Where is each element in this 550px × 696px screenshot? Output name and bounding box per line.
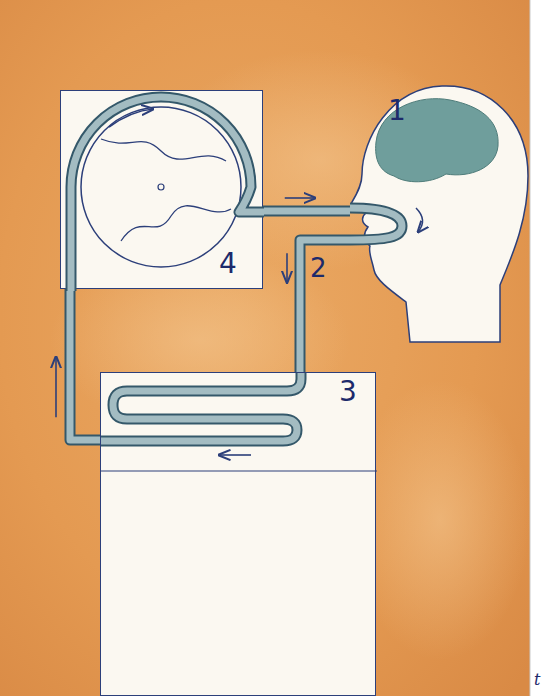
tube bbox=[263, 211, 350, 212]
pump-tube bbox=[71, 97, 264, 291]
pump-rotor bbox=[81, 107, 241, 267]
cooler-tank-drawing bbox=[101, 373, 375, 695]
flow-arrow bbox=[286, 253, 288, 282]
cooler-tank: 3 bbox=[100, 372, 376, 696]
tube-connector bbox=[56, 289, 100, 440]
rotor-vane bbox=[121, 206, 231, 241]
rotor-axle bbox=[158, 184, 164, 190]
tank-divider bbox=[101, 470, 377, 471]
tube bbox=[70, 289, 100, 440]
cooling-coil bbox=[101, 373, 301, 441]
flow-arrow bbox=[416, 208, 423, 232]
callout-number: 3 bbox=[339, 377, 357, 407]
tube bbox=[300, 240, 350, 372]
rotor-vane bbox=[101, 139, 226, 161]
flow-arrow bbox=[285, 197, 315, 199]
callout-number: 4 bbox=[219, 249, 237, 279]
tube-connector bbox=[263, 198, 350, 211]
margin-letter: t bbox=[534, 666, 540, 694]
tube-connector bbox=[287, 240, 350, 372]
airway-tube bbox=[350, 208, 402, 240]
pump-box: 4 bbox=[60, 90, 263, 289]
callout-number: 2 bbox=[310, 254, 327, 282]
head-outline-drawing bbox=[350, 80, 530, 342]
flow-arrow bbox=[55, 357, 57, 417]
rotation-arrow bbox=[109, 109, 153, 127]
head-outline: 1 bbox=[350, 80, 530, 342]
callout-number: 1 bbox=[388, 96, 406, 126]
flow-arrow bbox=[219, 454, 251, 456]
